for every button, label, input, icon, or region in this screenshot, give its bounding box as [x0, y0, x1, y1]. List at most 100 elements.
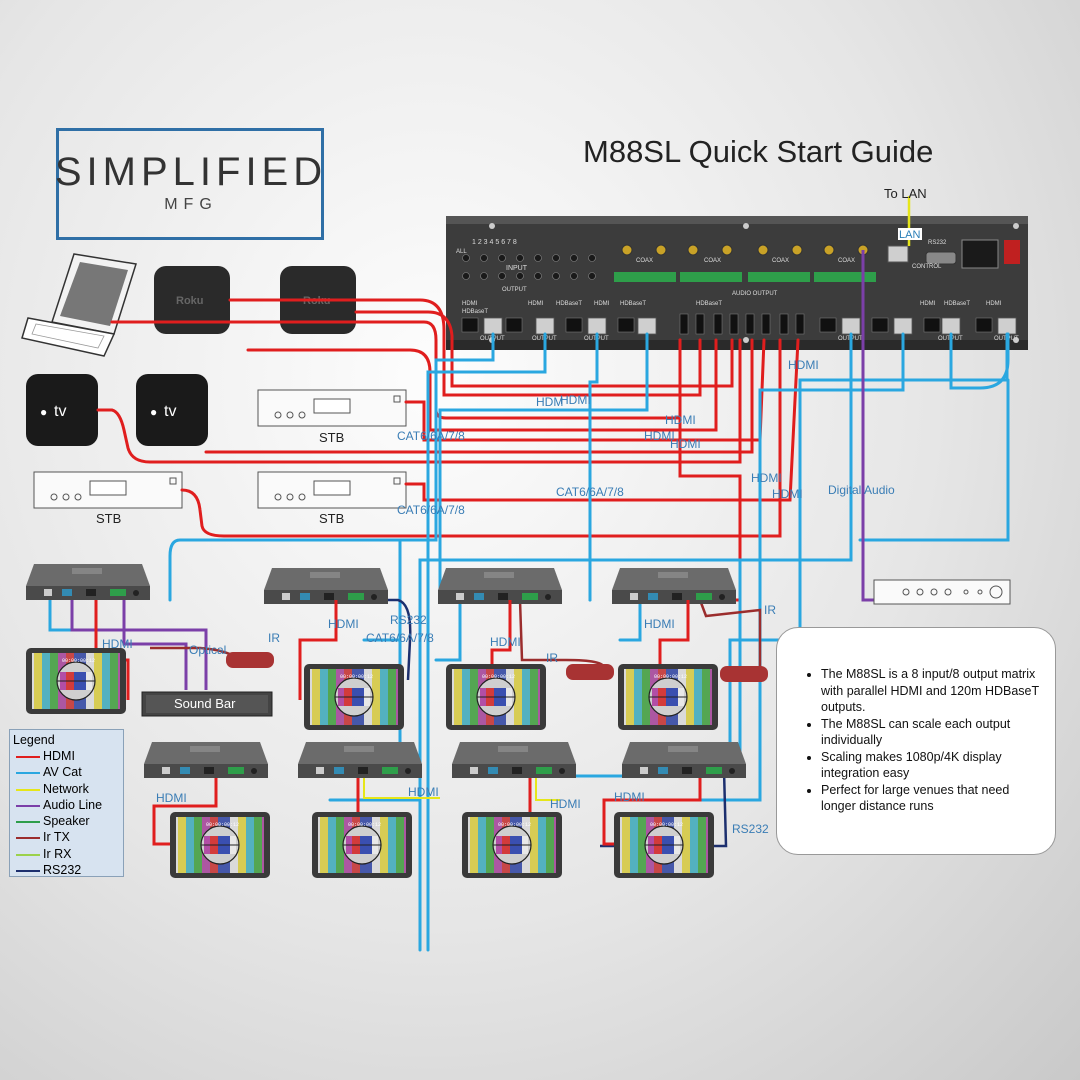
matrix-output-label: OUTPUT — [502, 287, 527, 293]
stb-label: STB — [319, 430, 344, 445]
network-cable — [363, 778, 440, 799]
audio-receiver — [873, 579, 1011, 605]
cable-label-ir: IR — [546, 651, 558, 665]
ir-emitter — [226, 652, 274, 668]
all-label: ALL — [456, 249, 467, 255]
to-lan-label: To LAN — [884, 186, 927, 201]
logo-frame — [56, 128, 324, 240]
port-hdbaset-label: HDBaseT — [696, 301, 722, 307]
apple-tv-label: tv — [54, 403, 66, 420]
cable-label-cat: CAT6/6A/7/8 — [397, 429, 465, 443]
info-item: The M88SL is a 8 input/8 output matrix w… — [821, 666, 1041, 716]
legend-item: AV Cat — [13, 765, 123, 781]
port-hdbaset-label: HDBaseT — [462, 309, 488, 315]
cable-label-hdmi: HDMI — [408, 785, 439, 799]
hdbaset-receiver — [438, 568, 562, 604]
cable-label-hdmi: HDMI — [665, 413, 696, 427]
ir-tx-cable — [518, 599, 606, 669]
cable-label-hdmi: HDMI — [788, 358, 819, 372]
legend-swatch — [16, 804, 40, 807]
rs232-cable — [380, 598, 412, 681]
coax-label: COAX — [772, 258, 789, 264]
network-cable — [535, 778, 560, 801]
ir-tx-cable — [698, 599, 762, 674]
hdbaset-receiver — [26, 564, 150, 600]
apple-tv-label: tv — [164, 403, 176, 420]
ir-emitter — [720, 666, 768, 682]
cable-label-optical: Optical — [189, 643, 226, 657]
hdbaset-receiver — [452, 742, 576, 778]
port-hdmi-label: HDMI — [986, 301, 1002, 307]
port-hdmi-label: HDMI — [594, 301, 610, 307]
brand-sub: MFG — [164, 196, 218, 213]
screen-time: 00:00:00:12 — [62, 658, 95, 664]
cable-label-hdmi: HDMI — [670, 437, 701, 451]
legend-item: Ir RX — [13, 847, 123, 863]
port-hdmi-label: HDMI — [920, 301, 936, 307]
lan-tag — [898, 228, 922, 240]
cable-label-hdmi: HDMI — [644, 617, 675, 631]
legend: Legend HDMI AV Cat Network Audio Line Sp… — [9, 729, 124, 877]
apple-icon: ● — [150, 405, 157, 419]
audio-line-cable — [861, 250, 874, 602]
coax-label: COAX — [636, 258, 653, 264]
laptop — [21, 253, 137, 357]
port-hdmi-label: HDMI — [528, 301, 544, 307]
cable-label-hdmi: HDMI — [772, 487, 803, 501]
stb-label: STB — [96, 511, 121, 526]
cable-label-hdmi: HDMI — [751, 471, 782, 485]
matrix-input-label: INPUT — [506, 265, 528, 272]
legend-swatch — [16, 756, 40, 758]
legend-swatch — [16, 772, 40, 775]
apple-icon: ● — [40, 405, 47, 419]
stb-box — [257, 471, 407, 509]
screen-time: 00:00:00:12 — [654, 674, 687, 680]
hdbaset-receiver — [264, 568, 388, 604]
cable-label-hdmi: HDMI — [644, 429, 675, 443]
info-item: The M88SL can scale each output individu… — [821, 716, 1041, 749]
legend-item: Speaker — [13, 814, 123, 830]
legend-swatch — [16, 837, 40, 840]
roku-label: Roku — [176, 295, 204, 307]
cable-label-ir: IR — [764, 603, 776, 617]
legend-swatch — [16, 870, 40, 873]
cable-label-rs232: RS232 — [732, 822, 769, 836]
screen-time: 00:00:00:12 — [482, 674, 515, 680]
cable-label-hdmi: HDMI — [490, 635, 521, 649]
port-hdbaset-label: HDBaseT — [620, 301, 646, 307]
sound-bar-label: Sound Bar — [174, 696, 236, 711]
legend-swatch — [16, 788, 40, 791]
legend-title: Legend — [13, 733, 55, 747]
logo-frame-corner — [56, 128, 324, 240]
screen-time: 00:00:00:12 — [340, 674, 373, 680]
screen-time: 00:00:00:12 — [498, 822, 531, 828]
cable-label-rs232: RS232 — [390, 613, 427, 627]
control-label: CONTROL — [912, 264, 942, 270]
input-number-label: 1 2 3 4 5 6 7 8 — [472, 239, 517, 246]
port-hdmi-label: HDMI — [462, 301, 478, 307]
legend-item: Ir TX — [13, 830, 123, 846]
legend-item: Network — [13, 782, 123, 798]
lan-label: LAN — [899, 229, 920, 241]
stb-label: STB — [319, 511, 344, 526]
legend-swatch — [16, 821, 40, 824]
legend-swatch — [16, 853, 40, 856]
info-box: The M88SL is a 8 input/8 output matrix w… — [776, 627, 1056, 855]
info-item: Scaling makes 1080p/4K display integrati… — [821, 749, 1041, 782]
page-title: M88SL Quick Start Guide — [583, 134, 934, 169]
stb-box — [257, 389, 407, 427]
coax-label: COAX — [838, 258, 855, 264]
ir-emitter — [566, 664, 614, 680]
legend-item: Audio Line — [13, 798, 123, 814]
screen-time: 00:00:00:12 — [348, 822, 381, 828]
audio-output-label: AUDIO OUTPUT — [732, 291, 778, 297]
cable-label-hdmi: HDMI — [156, 791, 187, 805]
screen-time: 00:00:00:12 — [206, 822, 239, 828]
rs232-port-label: RS232 — [928, 240, 947, 246]
info-item: Perfect for large venues that need longe… — [821, 782, 1041, 815]
coax-label: COAX — [704, 258, 721, 264]
cable-label-hdm: HDM — [536, 395, 563, 409]
audio-line-cable — [122, 598, 188, 690]
cable-label-hdmi: HDMI — [614, 790, 645, 804]
